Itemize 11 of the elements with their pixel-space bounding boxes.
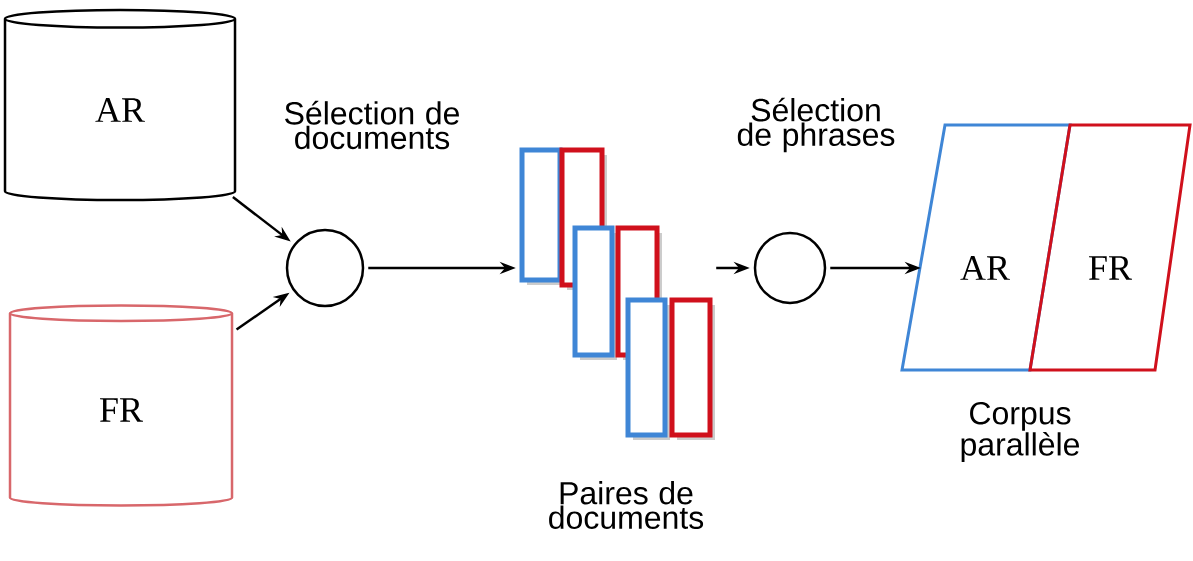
database-cylinder: AR — [3, 8, 237, 202]
caption-text: Corpus parallèle — [961, 401, 1080, 463]
corpus-parallelogram: AR — [900, 123, 1072, 372]
database-cylinder: FR — [8, 304, 234, 507]
process-circle — [753, 231, 827, 305]
document-pairs-drawing — [519, 147, 715, 440]
process-circle — [285, 228, 365, 308]
caption-text: Sélection de phrases — [737, 97, 895, 153]
corpus-parallelogram: FR — [1028, 123, 1192, 372]
caption-text: Sélection de documents — [285, 100, 459, 150]
caption-text: Paires de documents — [549, 481, 704, 529]
